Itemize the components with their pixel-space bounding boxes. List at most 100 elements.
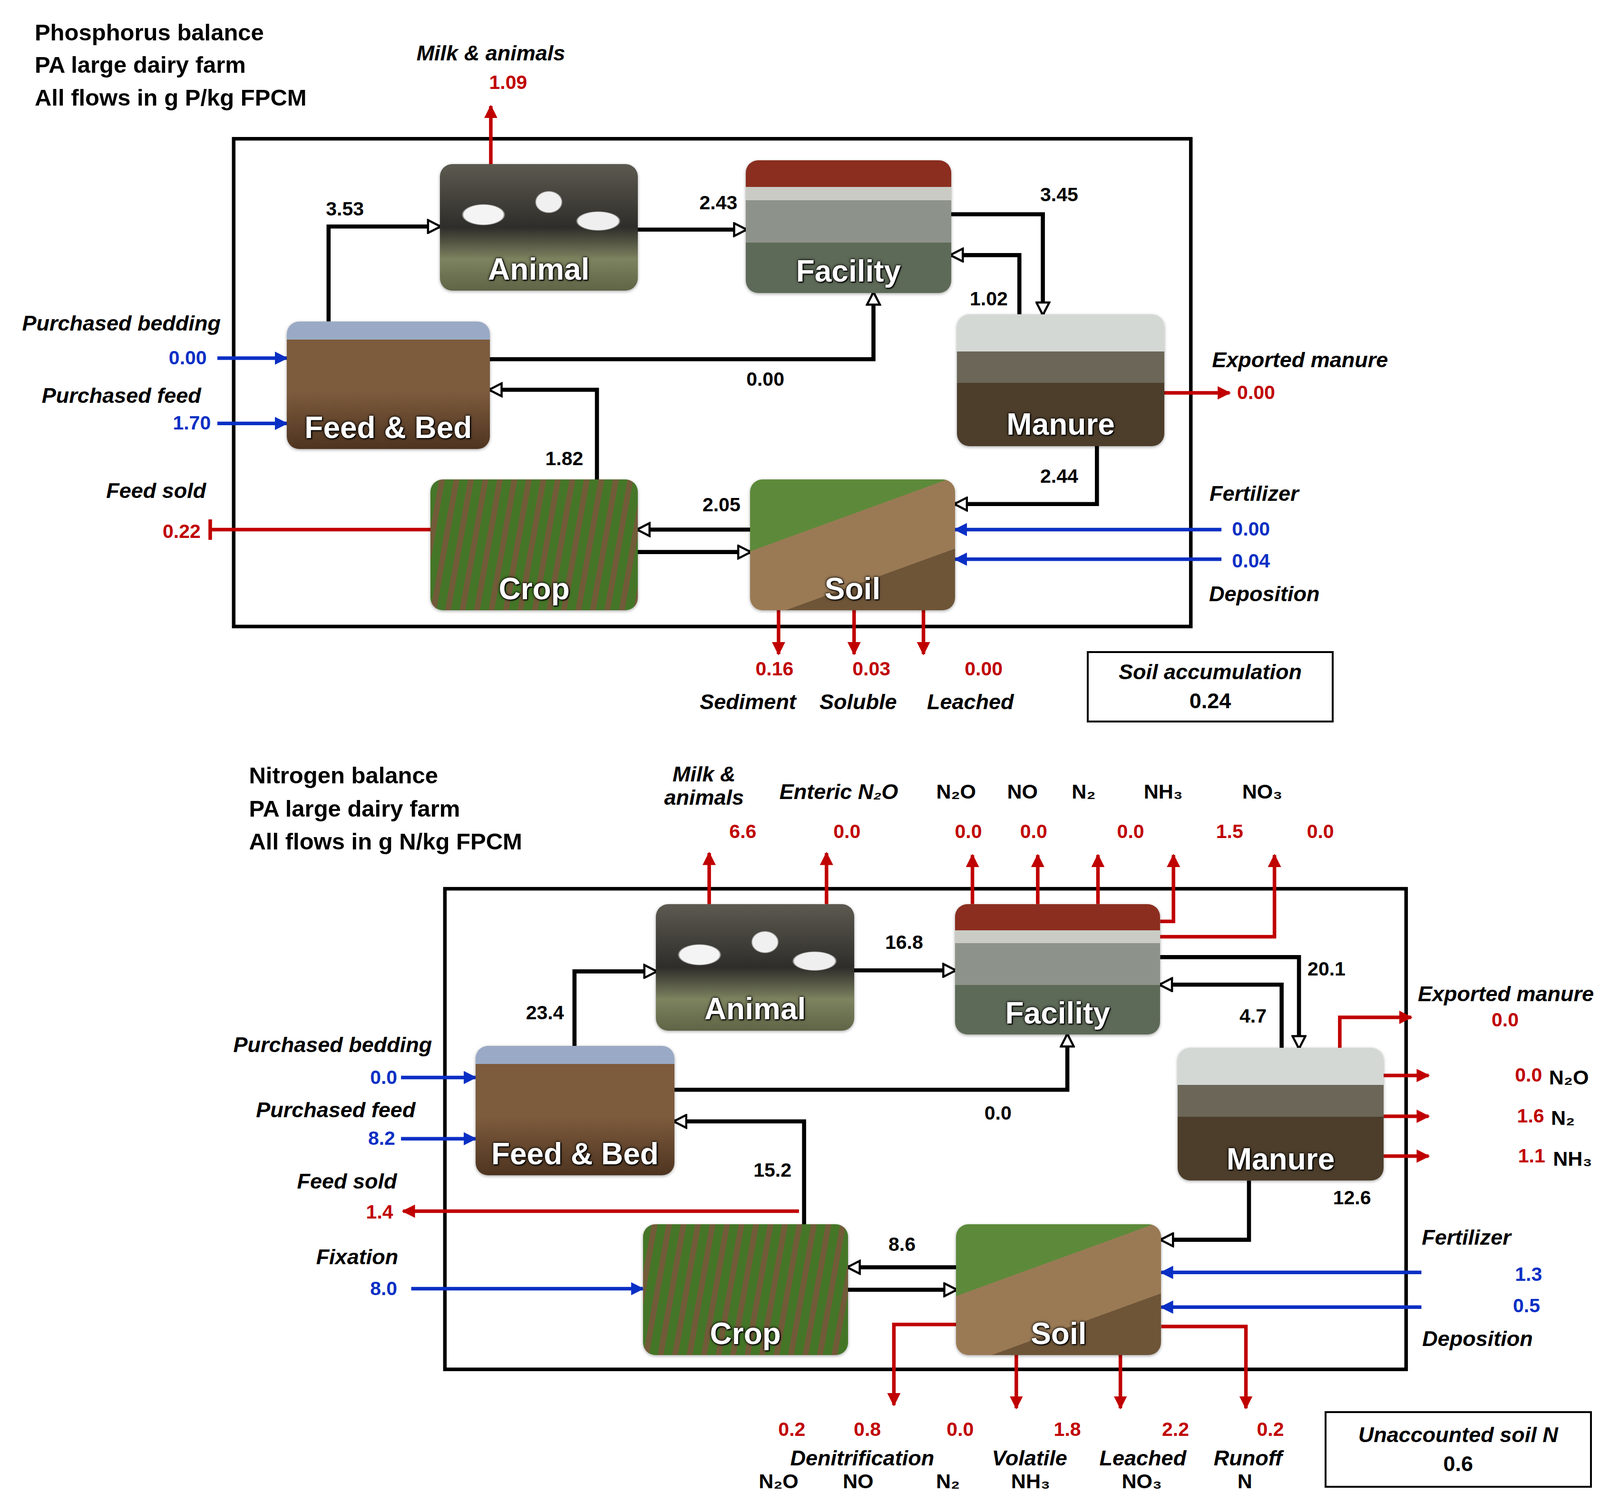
flow-arrow — [854, 968, 956, 973]
loss-arrow — [1096, 855, 1101, 905]
flow-name: Leached — [1099, 1446, 1187, 1471]
flow-value: 2.44 — [1038, 465, 1081, 488]
flow-name: Fertilizer — [1209, 482, 1299, 507]
gas-name: N₂O — [936, 780, 976, 803]
flow-arrow — [637, 227, 746, 232]
flow-value: 0.00 — [964, 658, 1003, 681]
flow-value: 1.4 — [366, 1201, 394, 1223]
flow-value: 0.0 — [982, 1102, 1014, 1124]
flow-value: 0.00 — [1231, 518, 1270, 541]
flow-value: 1.5 — [1216, 820, 1244, 843]
flow-value: 1.70 — [172, 412, 211, 435]
flow-value: 0.0 — [954, 820, 982, 843]
flow-value: 0.0 — [1020, 820, 1048, 843]
flow-name: Deposition — [1209, 582, 1320, 606]
export-line — [210, 519, 431, 540]
flow-value: 16.8 — [883, 932, 926, 954]
flow-name: Enteric N₂O — [779, 780, 899, 804]
flow-name: Deposition — [1422, 1326, 1533, 1351]
process-box: Soil — [750, 479, 956, 611]
flow-name: Fixation — [316, 1245, 399, 1269]
flow-value: 0.0 — [370, 1066, 398, 1089]
node-label: Crop — [710, 1317, 781, 1356]
import-arrow — [955, 557, 1222, 562]
farm-boundary — [444, 888, 1406, 1370]
flow-name: Purchased bedding — [22, 311, 222, 336]
flow-value: 0.0 — [1491, 1009, 1519, 1032]
flow-value: 0.00 — [744, 369, 787, 391]
loss-arrow — [1035, 855, 1040, 905]
flow-value: 15.2 — [751, 1159, 794, 1181]
title-text: PA large dairy farm — [34, 52, 246, 79]
flow-value: 0.8 — [853, 1418, 881, 1441]
flow-value: 0.2 — [778, 1418, 806, 1441]
flow-value: 1.1 — [1518, 1145, 1546, 1167]
export-arrow — [488, 106, 493, 165]
flow-value: 4.7 — [1237, 1005, 1269, 1027]
flow-value: 12.6 — [1331, 1187, 1374, 1209]
import-arrow — [1160, 1270, 1422, 1275]
flow-name: Runoff — [1213, 1446, 1283, 1471]
flow-name: Milk & animals — [647, 761, 761, 810]
export-arrow — [707, 853, 712, 905]
gas-name: N₂ — [936, 1470, 960, 1493]
flow-name: Fertilizer — [1421, 1226, 1512, 1250]
node-label: Facility — [796, 254, 902, 293]
process-box: Crop — [643, 1224, 849, 1356]
loss-arrow — [1014, 1355, 1019, 1409]
gas-name: N₂O — [758, 1470, 799, 1493]
title-text: All flows in g P/kg FPCM — [34, 85, 307, 111]
flow-value: 3.53 — [323, 198, 366, 220]
process-box: Crop — [430, 479, 638, 611]
node-label: Animal — [704, 992, 806, 1031]
loss-arrow — [1383, 1154, 1429, 1159]
loss-arrow — [1160, 855, 1275, 937]
gas-name: NH₃ — [1011, 1470, 1051, 1493]
flow-value: 3.45 — [1038, 184, 1081, 206]
process-box: Feed & Bed — [286, 321, 490, 449]
flow-arrow — [1160, 1180, 1249, 1240]
flow-value: 23.4 — [524, 1002, 566, 1025]
flow-arrow — [637, 527, 751, 532]
gas-name: NO₃ — [1242, 780, 1283, 803]
flow-value: 0.0 — [1307, 820, 1335, 843]
flow-value: 2.43 — [697, 192, 740, 214]
flow-name: Exported manure — [1417, 982, 1594, 1006]
flow-value: 1.8 — [1053, 1418, 1082, 1441]
title-text: All flows in g N/kg FPCM — [248, 829, 522, 855]
flow-name: Purchased bedding — [233, 1033, 433, 1057]
flow-name: Sediment — [699, 690, 797, 714]
flow-arrow — [848, 1287, 957, 1292]
process-box: Manure — [1177, 1047, 1384, 1181]
flow-value: 0.2 — [1257, 1418, 1285, 1441]
loss-arrow — [1383, 1114, 1429, 1119]
flow-name: Purchased feed — [41, 384, 202, 409]
node-label: Feed & Bed — [304, 410, 472, 449]
node-label: Crop — [498, 572, 570, 611]
process-box: Facility — [745, 160, 951, 293]
flow-value: 1.3 — [1514, 1263, 1542, 1286]
process-box: Animal — [655, 904, 854, 1031]
result-text: Soil accumulation — [1118, 657, 1302, 687]
flow-arrow — [955, 446, 1097, 505]
result-box: Unaccounted soil N0.6 — [1324, 1411, 1592, 1488]
flow-value: 20.1 — [1305, 958, 1348, 981]
flow-arrow — [574, 971, 657, 1046]
flow-name: Milk & animals — [416, 41, 566, 66]
loss-arrow — [893, 1324, 957, 1405]
gas-name: N — [1237, 1470, 1253, 1493]
flow-value: 0.5 — [1512, 1295, 1541, 1318]
flow-value: 1.09 — [489, 71, 528, 94]
import-arrow — [411, 1287, 644, 1291]
flow-arrow — [951, 214, 1044, 315]
node-label: Soil — [824, 572, 881, 611]
node-label: Facility — [1004, 996, 1111, 1035]
flow-value: 0.0 — [1117, 820, 1145, 843]
loss-arrow — [852, 610, 857, 654]
flow-value: 0.0 — [946, 1418, 974, 1441]
loss-arrow — [1118, 1355, 1123, 1409]
gas-name: NO — [842, 1470, 874, 1493]
flow-value: 8.2 — [368, 1128, 396, 1150]
process-box: Manure — [956, 314, 1165, 447]
